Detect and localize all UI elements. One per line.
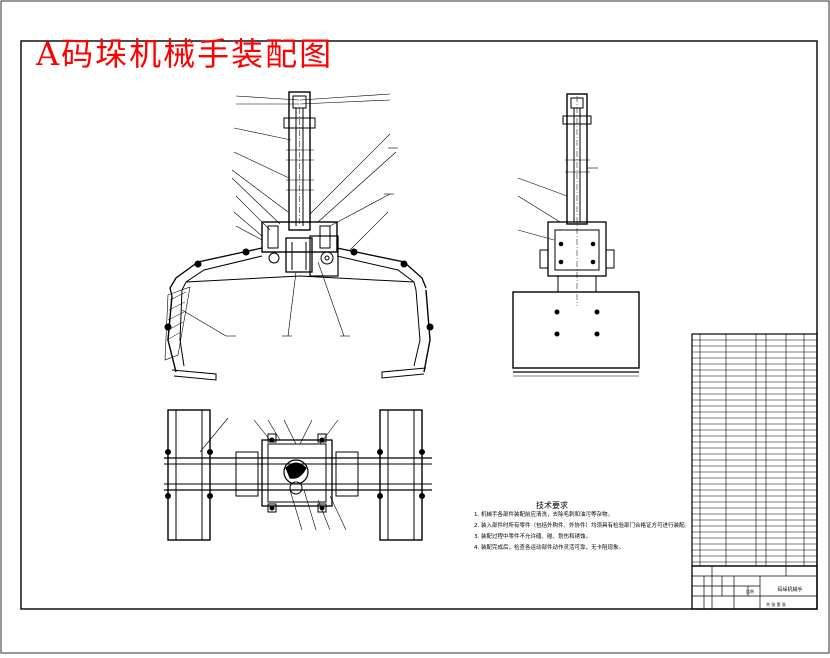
inner-border (20, 40, 818, 610)
technical-requirements-list: 1. 机械手各部件装配前应清洗，去除毛刺和油污等杂物。 2. 装入部件时所有零件… (474, 510, 686, 554)
side-view (512, 93, 640, 377)
requirement-item: 1. 机械手各部件装配前应清洗，去除毛刺和油污等杂物。 (474, 512, 613, 518)
technical-requirements-heading: 技术要求 (536, 501, 568, 510)
title-block (691, 565, 818, 610)
parts-list-table (691, 333, 818, 567)
requirement-item: 3. 装配过程中零件不允许磕、碰、划伤和锈蚀。 (474, 534, 591, 540)
top-view (164, 409, 432, 541)
requirement-item: 2. 装入部件时所有零件（包括外购件、外协件）均须具有检验部门合格证方可进行装配… (474, 523, 686, 529)
drawing-title: A码垛机械手装配图 (36, 35, 334, 73)
drawing-name: 码垛机械手 (777, 586, 802, 593)
sheet-label: 共 张 第 张 (766, 601, 786, 607)
front-view (164, 91, 434, 381)
requirement-item: 4. 装配完成后，检查各运动部件动作灵活可靠，无卡阻现象。 (474, 545, 624, 551)
scale-label: 比例 (746, 588, 754, 594)
